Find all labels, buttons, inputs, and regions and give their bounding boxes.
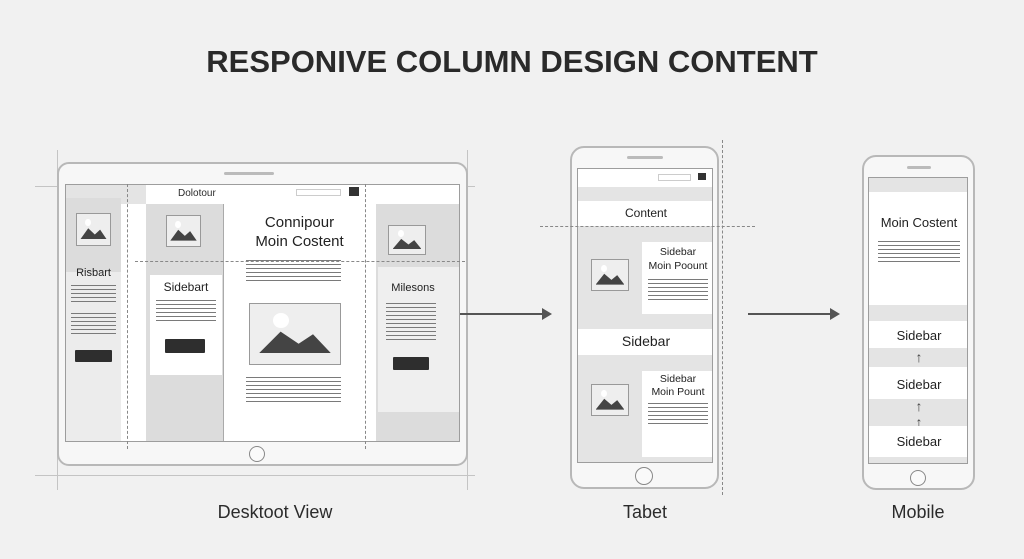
mobile-sidebar-2: Sidebar bbox=[896, 377, 942, 392]
tablet-block2-title1: Sidebar bbox=[659, 373, 697, 385]
mobile-label: Mobile bbox=[891, 502, 945, 522]
arrow-up-icon: ↑ bbox=[915, 398, 923, 414]
guide-line bbox=[35, 475, 475, 476]
guide-line bbox=[365, 184, 366, 449]
search-input[interactable] bbox=[296, 189, 341, 196]
guide-line bbox=[135, 261, 465, 262]
tablet-sidebar: Sidebar bbox=[621, 333, 671, 349]
image-icon bbox=[249, 303, 341, 365]
main-title-line1: Connipour bbox=[264, 214, 335, 231]
arrow-up-icon: ↑ bbox=[915, 414, 923, 430]
image-icon[interactable] bbox=[349, 187, 359, 196]
sidebar-title: Sidebart bbox=[163, 280, 209, 294]
left-sidebar-title: Risbart bbox=[76, 267, 111, 279]
home-button[interactable] bbox=[249, 446, 265, 462]
guide-line bbox=[127, 184, 128, 449]
guide-line bbox=[722, 140, 723, 495]
mobile-main-title: Moin Costent bbox=[880, 215, 958, 230]
right-sidebar-button[interactable] bbox=[393, 357, 429, 370]
main-title-line2: Moin Costent bbox=[255, 233, 344, 250]
page-title: RESPONIVE COLUMN DESIGN CONTENT bbox=[206, 44, 818, 79]
image-icon bbox=[591, 259, 629, 291]
tablet-screen: Content Sidebar Moin Poount Sidebar Side… bbox=[577, 168, 713, 463]
image-icon bbox=[388, 225, 426, 255]
header-title: Dolotour bbox=[178, 188, 216, 199]
image-icon bbox=[591, 384, 629, 416]
tablet-block1-title2: Moin Poount bbox=[648, 260, 708, 272]
left-sidebar-button[interactable] bbox=[75, 350, 112, 362]
arrow-up-icon: ↑ bbox=[915, 349, 923, 365]
right-sidebar-title: Milesons bbox=[391, 282, 435, 294]
arrow-right-icon bbox=[460, 308, 552, 320]
image-icon bbox=[76, 213, 111, 246]
image-icon[interactable] bbox=[698, 173, 706, 180]
mobile-screen: Moin Costent Sidebar ↑ Sidebar ↑ ↑ Sideb… bbox=[868, 177, 968, 464]
tablet-block2-title2: Moin Pount bbox=[651, 386, 705, 398]
tablet-content: Content bbox=[624, 206, 668, 220]
search-input[interactable] bbox=[658, 174, 691, 181]
arrow-right-icon bbox=[748, 308, 840, 320]
tablet-block1-title1: Sidebar bbox=[659, 246, 697, 258]
guide-line bbox=[540, 226, 755, 227]
tablet-label: Tabet bbox=[622, 502, 668, 522]
mobile-sidebar-1: Sidebar bbox=[896, 328, 942, 343]
home-button[interactable] bbox=[635, 467, 653, 485]
home-button[interactable] bbox=[910, 470, 926, 486]
sidebar-button[interactable] bbox=[165, 339, 205, 353]
desktop-screen: Dolotour Risbart Sidebart Connipour Moin… bbox=[65, 184, 460, 442]
image-icon bbox=[166, 215, 201, 247]
mobile-sidebar-3: Sidebar bbox=[896, 434, 942, 449]
desktop-label: Desktoot View bbox=[217, 502, 333, 522]
